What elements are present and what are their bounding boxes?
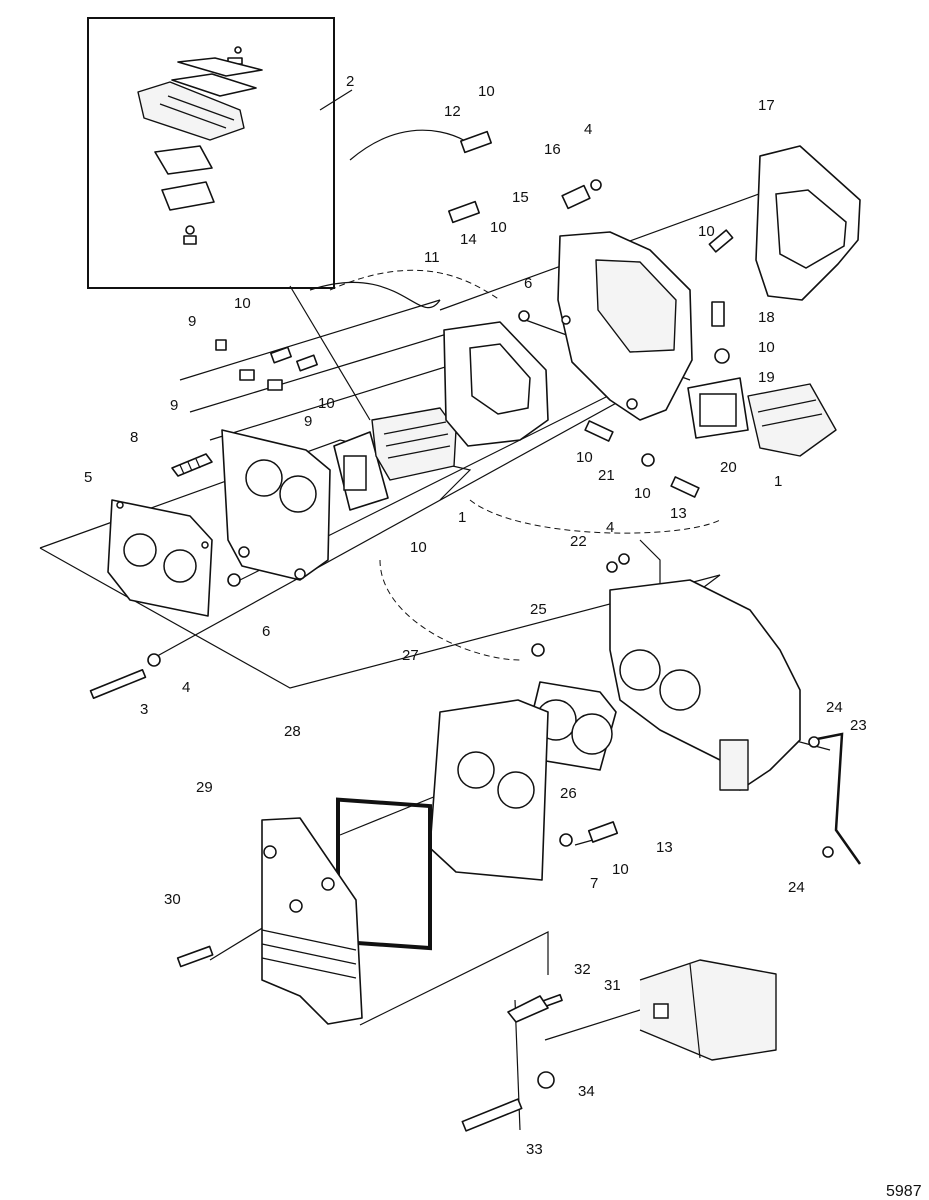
callout-28: 28: [284, 723, 301, 740]
callout-11: 10: [410, 539, 427, 556]
callouts: 2 12 10 16 4 17 15 10 14 10 11 6 18 10 1…: [84, 73, 922, 1200]
callout-9: 9: [188, 313, 196, 330]
callout-4: 4: [182, 679, 190, 696]
reference-number: 5987: [886, 1183, 922, 1200]
callout-9: 9: [304, 413, 312, 430]
callout-24: 24: [826, 699, 843, 716]
callout-10: 10: [478, 83, 495, 100]
callout-3: 3: [140, 701, 148, 718]
lower-housing: [639, 959, 777, 1061]
part-1-reed-block-center: [371, 407, 457, 481]
part-27-plate: [429, 699, 549, 881]
carburetor: [609, 579, 801, 791]
callout-29: 29: [196, 779, 213, 796]
callout-10: 10: [612, 861, 629, 878]
part-28-seal: [336, 797, 432, 951]
part-17-gasket: [755, 145, 861, 301]
callout-5: 5: [84, 469, 92, 486]
callout-32: 32: [574, 961, 591, 978]
part-8-adaptor: [221, 429, 331, 581]
callout-2: 2: [346, 73, 354, 90]
callout-21: 21: [598, 467, 615, 484]
callout-31: 31: [604, 977, 621, 994]
callout-10: 10: [634, 485, 651, 502]
callout-4: 4: [584, 121, 592, 138]
callout-10: 10: [698, 223, 715, 240]
callout-17: 17: [758, 97, 775, 114]
callout-8: 9: [170, 397, 178, 414]
part-5-gasket: [107, 499, 213, 617]
callout-25: 25: [530, 601, 547, 618]
callout-20: 20: [720, 459, 737, 476]
part-12-gasket: [443, 321, 549, 447]
callout-19: 19: [758, 369, 775, 386]
callout-22: 22: [570, 533, 587, 550]
callout-13: 13: [670, 505, 687, 522]
callout-33: 33: [526, 1141, 543, 1158]
part-15-manifold: [557, 231, 693, 421]
callout-10: 10: [576, 449, 593, 466]
callout-14: 14: [460, 231, 477, 248]
callout-7: 8: [130, 429, 138, 446]
callout-24: 24: [788, 879, 805, 896]
callout-4: 4: [606, 519, 614, 536]
callout-10: 10: [758, 339, 775, 356]
part-7-stud: [171, 453, 213, 477]
callout-1: 1: [774, 473, 782, 490]
callout-6: 6: [524, 275, 532, 292]
callout-26: 26: [560, 785, 577, 802]
callout-9: 7: [590, 875, 598, 892]
callout-15: 15: [512, 189, 529, 206]
part-11-gasket: [333, 431, 389, 511]
callout-10: 10: [318, 395, 335, 412]
part-20-gasket: [687, 377, 749, 439]
callout-30: 30: [164, 891, 181, 908]
part-1-reed-block-right: [747, 383, 837, 457]
callout-10: 10: [234, 295, 251, 312]
callout-16: 16: [544, 141, 561, 158]
reed-block-inset: [87, 17, 335, 289]
callout-10: 10: [490, 219, 507, 236]
fasteners: [89, 130, 862, 1132]
part-29-silencer: [261, 817, 363, 1025]
callout-23: 23: [850, 717, 867, 734]
callout-13: 13: [656, 839, 673, 856]
callout-27: 27: [402, 647, 419, 664]
callout-6: 6: [262, 623, 270, 640]
callout-34: 34: [578, 1083, 595, 1100]
callout-18: 18: [758, 309, 775, 326]
callout-12: 11: [424, 249, 440, 266]
callout-1: 1: [458, 509, 466, 526]
callout-13: 12: [444, 103, 461, 120]
